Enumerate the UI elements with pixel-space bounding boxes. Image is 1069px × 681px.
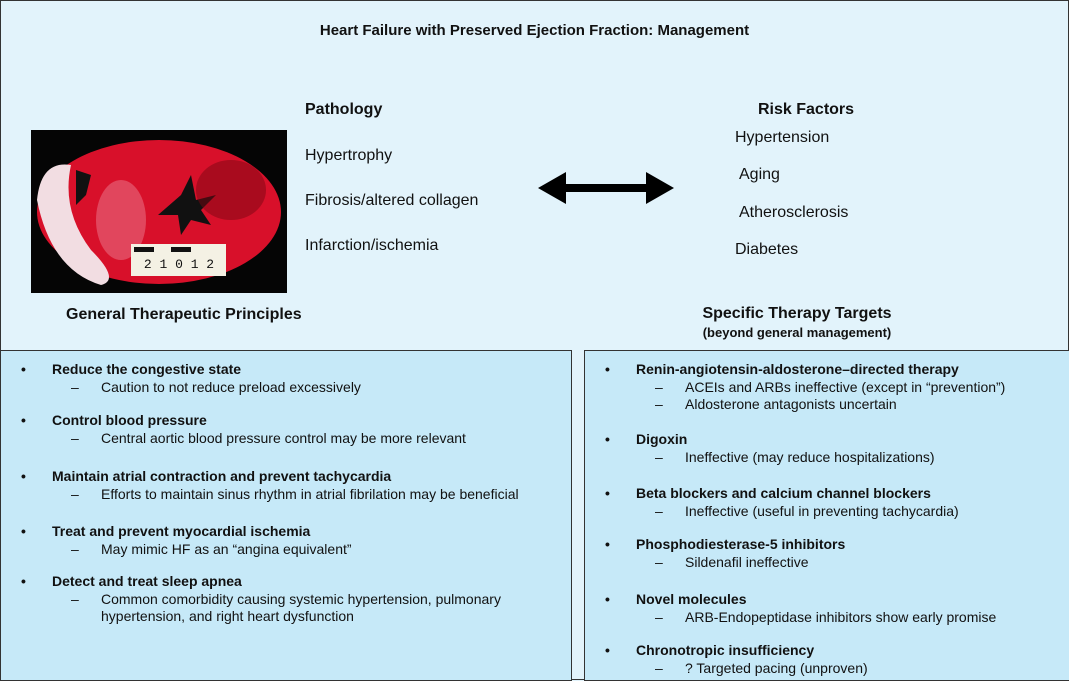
bullet-icon: •: [605, 485, 610, 501]
dash-icon: –: [655, 379, 663, 395]
section-title: Maintain atrial contraction and prevent …: [52, 468, 392, 484]
section-title: Renin-angiotensin-aldosterone–directed t…: [636, 361, 959, 377]
dash-icon: –: [655, 660, 663, 676]
dash-icon: –: [655, 396, 663, 412]
bullet-icon: •: [605, 591, 610, 607]
section-detail: Sildenafil ineffective: [685, 554, 809, 570]
specific-targets-subheading: (beyond general management): [702, 325, 892, 340]
dash-icon: –: [655, 449, 663, 465]
risk-factor-item: Diabetes: [735, 241, 799, 258]
dash-icon: –: [655, 554, 663, 570]
section-title: Digoxin: [636, 431, 688, 447]
section-title: Phosphodiesterase-5 inhibitors: [636, 536, 846, 552]
dash-icon: –: [655, 503, 663, 519]
general-principles-heading: General Therapeutic Principles: [66, 306, 302, 323]
section-title: Beta blockers and calcium channel blocke…: [636, 485, 931, 501]
section-title: Chronotropic insufficiency: [636, 642, 815, 658]
double-arrow-icon: [538, 172, 674, 209]
pathology-item: Fibrosis/altered collagen: [305, 192, 479, 209]
pathology-heading: Pathology: [305, 101, 383, 118]
section-detail: Common comorbidity causing systemic hype…: [101, 591, 501, 624]
section-title: Reduce the congestive state: [52, 361, 242, 377]
risk-factor-item: Hypertension: [735, 129, 830, 146]
risk-factors-heading: Risk Factors: [758, 101, 855, 118]
bullet-icon: •: [605, 642, 610, 658]
dash-icon: –: [71, 486, 79, 502]
section-detail: Efforts to maintain sinus rhythm in atri…: [101, 486, 519, 502]
ruler-label: 2 1 0 1 2: [144, 257, 214, 272]
specific-targets-box: • Renin-angiotensin-aldosterone–directed…: [584, 350, 1069, 681]
section-title: Novel molecules: [636, 591, 747, 607]
section-detail: Aldosterone antagonists uncertain: [685, 396, 897, 412]
section-title: Detect and treat sleep apnea: [52, 573, 242, 589]
dash-icon: –: [71, 591, 79, 607]
pathology-item: Infarction/ischemia: [305, 237, 439, 254]
bullet-icon: •: [21, 361, 26, 377]
diagram-title: Heart Failure with Preserved Ejection Fr…: [319, 22, 750, 39]
section-detail: ACEIs and ARBs ineffective (except in “p…: [685, 379, 1006, 395]
section-title: Control blood pressure: [52, 412, 207, 428]
general-principles-box: • Reduce the congestive state – Caution t…: [0, 350, 572, 681]
risk-factor-item: Aging: [739, 166, 780, 183]
section-detail: ? Targeted pacing (unproven): [685, 660, 868, 676]
bullet-icon: •: [21, 412, 26, 428]
dash-icon: –: [71, 379, 79, 395]
bullet-icon: •: [21, 468, 26, 484]
section-detail: Ineffective (may reduce hospitalizations…: [685, 449, 935, 465]
bullet-icon: •: [21, 573, 26, 589]
section-title: Treat and prevent myocardial ischemia: [52, 523, 311, 539]
section-detail: ARB-Endopeptidase inhibitors show early …: [685, 609, 997, 625]
section-detail: Caution to not reduce preload excessivel…: [101, 379, 361, 395]
pathology-item: Hypertrophy: [305, 147, 393, 164]
bullet-icon: •: [605, 361, 610, 377]
bullet-icon: •: [605, 536, 610, 552]
dash-icon: –: [71, 430, 79, 446]
section-detail: May mimic HF as an “angina equivalent”: [101, 541, 352, 557]
section-detail: Central aortic blood pressure control ma…: [101, 430, 466, 446]
dash-icon: –: [71, 541, 79, 557]
heart-cross-section-photo: 2 1 0 1 2: [31, 130, 287, 293]
bullet-icon: •: [21, 523, 26, 539]
dash-icon: –: [655, 609, 663, 625]
risk-factor-item: Atherosclerosis: [739, 204, 849, 221]
bullet-icon: •: [605, 431, 610, 447]
section-detail: Ineffective (useful in preventing tachyc…: [685, 503, 959, 519]
specific-targets-heading: Specific Therapy Targets: [702, 305, 892, 322]
